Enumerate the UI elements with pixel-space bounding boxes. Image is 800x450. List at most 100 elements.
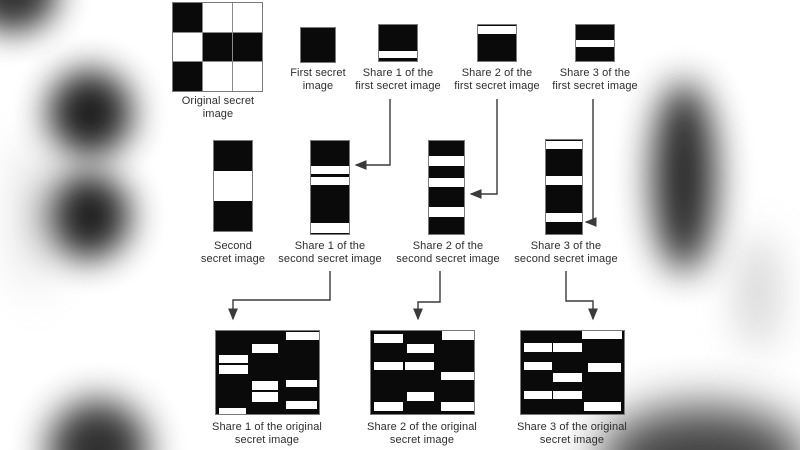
arrow-share2-second-to-share2-original xyxy=(413,271,441,321)
white-strip xyxy=(584,401,621,411)
panel-original-secret-image xyxy=(172,2,263,92)
white-strip xyxy=(553,391,583,399)
panel-share-3-first-secret xyxy=(575,24,615,62)
white-strip xyxy=(286,379,317,388)
label-line: second secret image xyxy=(396,253,500,265)
label-line: Share 2 of the original xyxy=(367,421,477,433)
white-strip xyxy=(478,26,516,34)
white-strip xyxy=(406,392,435,402)
white-cell xyxy=(233,3,262,32)
white-strip xyxy=(218,407,247,414)
white-strip xyxy=(373,333,404,343)
label-line: Share 1 of the original xyxy=(212,421,322,433)
black-cell xyxy=(173,62,202,91)
label-line: Second xyxy=(214,240,252,252)
label-line: second secret image xyxy=(278,253,382,265)
label-line: First secret xyxy=(290,67,346,79)
white-strip xyxy=(429,207,464,217)
label-line: first secret image xyxy=(454,80,540,92)
label-line: first secret image xyxy=(355,80,441,92)
white-strip xyxy=(553,343,583,352)
black-cell xyxy=(203,32,232,62)
label-line: Share 3 of the xyxy=(530,240,602,252)
label-line: secret image xyxy=(539,434,605,446)
white-strip xyxy=(311,176,349,186)
panel-share-2-original-secret xyxy=(370,330,475,415)
white-cell xyxy=(173,32,202,62)
panel-share-2-first-secret xyxy=(477,24,517,62)
blur-right-band xyxy=(738,235,778,350)
white-strip xyxy=(523,343,553,352)
blur-left-dot-1 xyxy=(48,70,132,156)
arrow-share1-first-to-share1-second xyxy=(354,99,391,170)
white-strip xyxy=(588,363,622,372)
label-line: Share 2 of the xyxy=(412,240,484,252)
label-line: Share 1 of the xyxy=(294,240,366,252)
white-strip xyxy=(440,371,474,380)
label-line: image xyxy=(302,80,334,92)
white-strip xyxy=(429,178,464,188)
label-line: Share 2 of the xyxy=(461,67,533,79)
white-strip xyxy=(251,343,278,354)
white-strip xyxy=(523,391,553,399)
white-strip xyxy=(404,362,435,370)
blur-left-dot-2 xyxy=(46,173,130,259)
white-strip xyxy=(581,331,622,340)
white-strip xyxy=(576,40,614,48)
white-strip xyxy=(251,391,278,402)
white-strip xyxy=(251,381,278,390)
label-line: Original secret xyxy=(181,95,255,107)
white-strip xyxy=(373,362,404,370)
label-line: first secret image xyxy=(552,80,638,92)
panel-share-1-second-secret xyxy=(310,140,350,235)
label-line: secret image xyxy=(200,253,266,265)
panel-second-secret-image xyxy=(213,140,253,232)
panel-share-1-original-secret xyxy=(215,330,320,415)
white-strip xyxy=(429,156,464,166)
white-cell xyxy=(203,62,232,91)
white-strip xyxy=(440,402,474,411)
white-strip xyxy=(379,50,417,59)
arrow-share2-first-to-share2-second xyxy=(469,99,498,199)
white-strip xyxy=(311,223,349,234)
arrow-share1-second-to-share1-original xyxy=(228,271,331,321)
white-strip xyxy=(406,343,435,354)
white-strip xyxy=(373,402,404,411)
blur-left-smudge xyxy=(18,140,52,290)
panel-first-secret-image xyxy=(300,27,336,63)
white-strip xyxy=(218,365,248,374)
white-strip xyxy=(523,362,553,370)
label-line: image xyxy=(202,108,234,120)
panel-share-2-second-secret xyxy=(428,140,465,235)
panel-share-1-first-secret xyxy=(378,24,418,62)
white-strip xyxy=(546,175,582,185)
black-cell xyxy=(173,3,202,32)
label-line: Share 1 of the xyxy=(362,67,434,79)
label-line: second secret image xyxy=(514,253,618,265)
arrow-share3-second-to-share3-original xyxy=(565,271,598,321)
black-cell xyxy=(233,32,262,62)
white-strip xyxy=(286,331,319,341)
white-strip xyxy=(214,171,252,201)
white-strip xyxy=(441,331,474,340)
arrow-share3-first-to-share3-second xyxy=(584,99,597,227)
white-strip xyxy=(553,372,583,383)
blur-right-bar xyxy=(652,82,716,272)
white-cell xyxy=(203,3,232,32)
panel-share-3-second-secret xyxy=(545,139,583,235)
